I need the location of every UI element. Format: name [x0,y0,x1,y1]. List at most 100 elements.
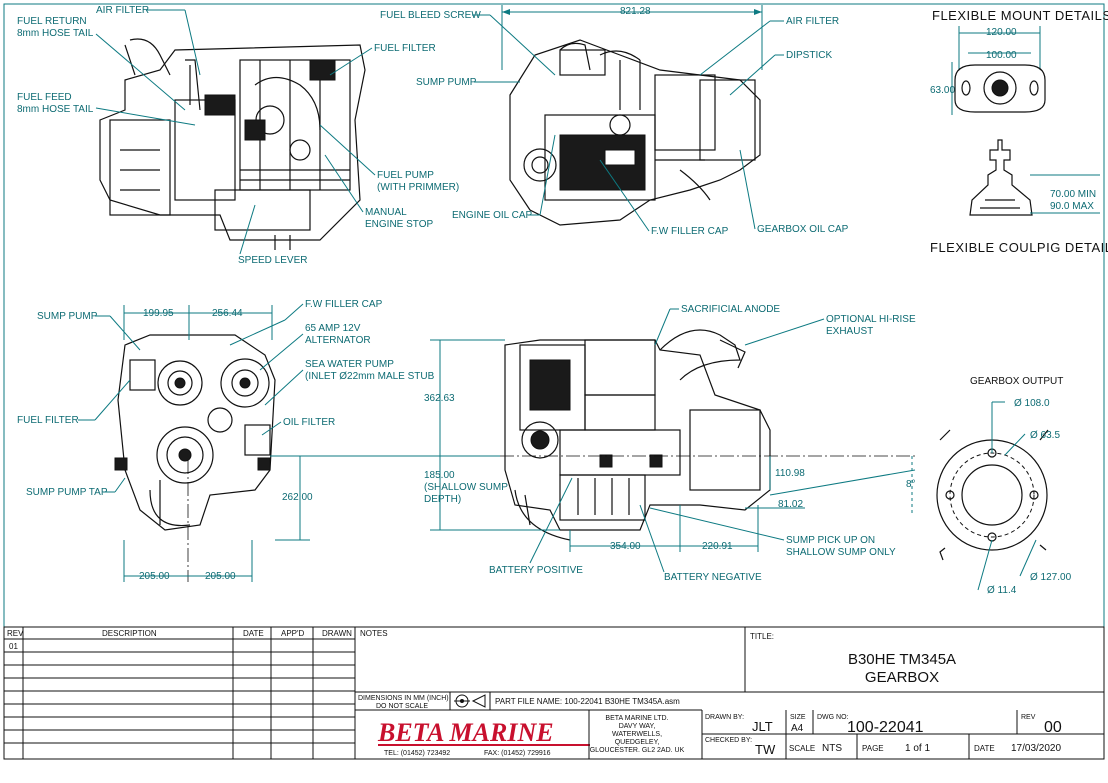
address-line-1: BETA MARINE LTD. [605,715,668,722]
address-line-3: WATERWELLS, [612,731,662,738]
coupling-details-title: FLEXIBLE COULPIG DETAILS [930,240,1108,255]
callout-fw-filler-cap-top: F.W FILLER CAP [651,226,729,237]
front-dim-right: 256.44 [212,308,243,319]
side-dim-110: 110.98 [775,468,805,479]
part-file-name: PART FILE NAME: 100-22041 B30HE TM345A.a… [495,697,680,706]
callout-fuel-pump-note: (WITH PRIMMER) [377,182,459,193]
scale-label: SCALE [789,744,815,753]
dimensions-note-1: DIMENSIONS IN MM (INCH) [358,695,449,702]
drawing-title-line1: B30HE TM345A [848,651,956,668]
callout-sump-pump-front: SUMP PUMP [37,311,98,322]
mount-dim-outer: 120.00 [986,27,1017,38]
callout-fuel-return-hose: 8mm HOSE TAIL [17,28,94,39]
title-label: TITLE: [750,632,774,641]
side-dim-185-note1: (SHALLOW SUMP [424,482,508,493]
mount-dim-min: 70.00 MIN [1050,189,1096,200]
callout-fuel-feed: FUEL FEED [17,92,72,103]
title-block: REV DESCRIPTION DATE APP'D DRAWN 01 NOTE… [3,626,1105,760]
callout-exhaust: EXHAUST [826,326,873,337]
gearbox-d108: Ø 108.0 [1014,398,1050,409]
mount-dim-inner: 100.00 [986,50,1017,61]
drawing-title-line2: GEARBOX [865,669,939,686]
gearbox-output-detail: GEARBOX OUTPUT Ø 108.0 Ø 63.5 Ø 127.00 Ø… [936,376,1072,596]
callout-oil-filter: OIL FILTER [283,417,335,428]
appd-header: APP'D [281,629,305,638]
callout-speed-lever: SPEED LEVER [238,255,307,266]
front-dim-base-right: 205.00 [205,571,236,582]
callout-fuel-filter-left: FUEL FILTER [374,43,436,54]
side-dim-8deg: 8° [906,479,916,490]
gearbox-d127: Ø 127.00 [1030,572,1072,583]
callout-fuel-pump: FUEL PUMP [377,170,434,181]
dwg-no-value: 100-22041 [847,719,924,736]
callout-optional-hi-rise: OPTIONAL HI-RISE [826,314,916,325]
gearbox-d11: Ø 11.4 [987,585,1017,596]
flexible-mount-details: FLEXIBLE MOUNT DETAILS 120.00 100.00 63.… [930,8,1108,255]
company-fax: FAX: (01452) 729916 [484,750,551,757]
mount-details-title: FLEXIBLE MOUNT DETAILS [932,8,1108,23]
svg-text:BETA MARINE: BETA MARINE [377,718,554,747]
top-view-width-dim: 821.28 [620,6,651,17]
size-label: SIZE [790,714,806,721]
gearbox-d63: Ø 63.5 [1030,430,1060,441]
side-view-right-dimensions: 362.63 185.00 (SHALLOW SUMP DEPTH) 110.9… [424,339,916,552]
callout-shallow-sump-only: SHALLOW SUMP ONLY [786,547,896,558]
callout-fuel-return: FUEL RETURN [17,16,87,27]
callout-manual: MANUAL [365,207,407,218]
rev-value: 00 [1044,719,1062,736]
callout-gearbox-oil-cap: GEARBOX OIL CAP [757,224,849,235]
page-label: PAGE [862,744,884,753]
scale-value: NTS [822,743,842,754]
address-line-5: GLOUCESTER. GL2 2AD. UK [590,747,685,754]
side-dim-185-note2: DEPTH) [424,494,461,505]
page-value: 1 of 1 [905,743,930,754]
side-dim-354: 354.00 [610,541,641,552]
date-label: DATE [974,744,995,753]
callout-battery-positive: BATTERY POSITIVE [489,565,583,576]
callout-fw-filler-cap-front: F.W FILLER CAP [305,299,383,310]
callout-sea-water-pump-inlet: (INLET Ø22mm MALE STUB [305,371,435,382]
drawn-header: DRAWN [322,629,352,638]
side-dim-362: 362.63 [424,393,455,404]
front-view-engine [114,334,276,531]
callout-engine-oil-cap: ENGINE OIL CAP [452,210,533,221]
callout-dipstick: DIPSTICK [786,50,832,61]
callout-fuel-filter-front: FUEL FILTER [17,415,79,426]
callout-sump-pump-tap: SUMP PUMP TAP [26,487,108,498]
side-dim-185: 185.00 [424,470,455,481]
callout-engine-stop: ENGINE STOP [365,219,433,230]
front-dim-base-left: 205.00 [139,571,170,582]
beta-marine-logo: BETA MARINE [377,718,590,747]
rev-row-1: 01 [9,642,18,651]
drawn-by-value: JLT [752,719,773,734]
dimensions-note-2: DO NOT SCALE [376,703,428,710]
checked-by-label: CHECKED BY: [705,737,752,744]
address-line-4: QUEDGELEY, [615,739,660,746]
callout-air-filter-left: AIR FILTER [96,5,149,16]
description-header: DESCRIPTION [102,629,157,638]
side-view-left-engine [99,38,366,250]
mount-dim-height: 63.00 [930,85,955,96]
top-view-callouts: FUEL BLEED SCREW AIR FILTER DIPSTICK SUM… [380,10,849,237]
rev-label: REV [1021,714,1036,721]
front-view-callouts: SUMP PUMP F.W FILLER CAP 65 AMP 12V ALTE… [17,299,435,498]
side-view-left-callouts: FUEL RETURN 8mm HOSE TAIL AIR FILTER FUE… [17,5,459,266]
checked-by-value: TW [755,742,776,757]
front-dim-height: 262.00 [282,492,313,503]
mount-dim-max: 90.0 MAX [1050,201,1094,212]
size-value: A4 [791,723,804,734]
gearbox-output-title: GEARBOX OUTPUT [970,376,1063,387]
side-dim-81: 81.02 [778,499,803,510]
top-view-engine: 821.28 [501,5,763,226]
callout-sump-pump-top: SUMP PUMP [416,77,477,88]
callout-air-filter-top: AIR FILTER [786,16,839,27]
callout-alternator-line2: ALTERNATOR [305,335,371,346]
dwg-no-label: DWG NO: [817,714,849,721]
side-view-right-engine [504,329,771,541]
rev-header: REV [7,629,24,638]
callout-sacrificial-anode: SACRIFICIAL ANODE [681,304,780,315]
callout-sea-water-pump: SEA WATER PUMP [305,359,394,370]
company-tel: TEL: (01452) 723492 [384,750,450,757]
callout-alternator-line1: 65 AMP 12V [305,323,361,334]
